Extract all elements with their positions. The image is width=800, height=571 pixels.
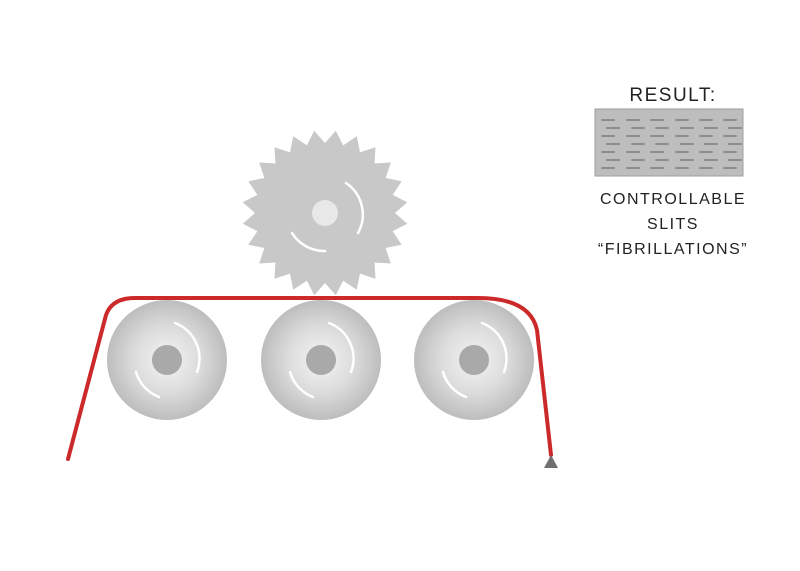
roller-left bbox=[107, 300, 227, 420]
triangle-marker-icon bbox=[544, 455, 558, 468]
circular-saw-blade-icon bbox=[242, 130, 408, 296]
roller-hub bbox=[459, 345, 489, 375]
roller-right bbox=[414, 300, 534, 420]
film-strip bbox=[66, 296, 553, 461]
result-caption-line-2: SLITS bbox=[647, 216, 699, 233]
result-film-sample bbox=[594, 108, 744, 177]
result-caption-line-3: “FIBRILLATIONS” bbox=[598, 241, 748, 258]
saw-hub bbox=[312, 200, 338, 226]
roller-hub bbox=[306, 345, 336, 375]
result-heading: RESULT: bbox=[629, 85, 716, 106]
roller-middle bbox=[261, 300, 381, 420]
roller-hub bbox=[152, 345, 182, 375]
result-caption-line-1: CONTROLLABLE bbox=[600, 191, 746, 208]
